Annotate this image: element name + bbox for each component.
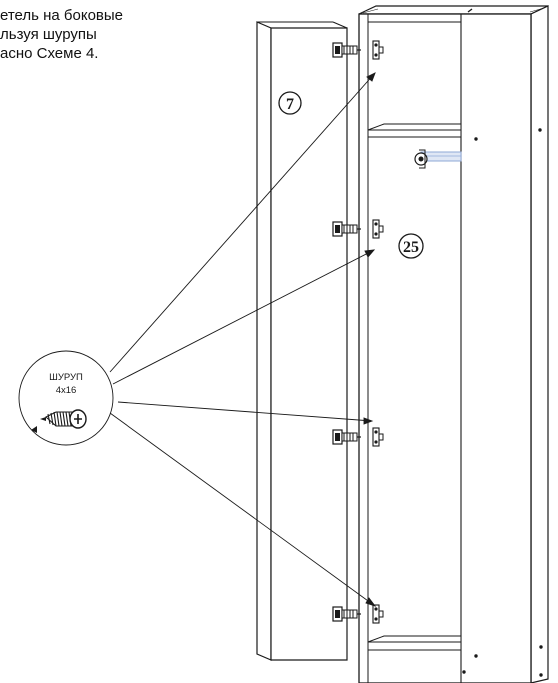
shelf-bottom <box>367 635 462 683</box>
screw-name: ШУРУП <box>49 372 83 383</box>
screw-callout: ШУРУП 4x16 <box>18 350 114 446</box>
screw-size: 4x16 <box>56 385 77 396</box>
confirmat-holes <box>462 128 543 677</box>
instruction-line-1: етель на боковые <box>0 7 124 24</box>
part-label-cabinet: 25 <box>398 233 424 259</box>
part-label-door: 7 <box>278 91 302 115</box>
hinge-3 <box>332 427 384 447</box>
hanging-rail <box>414 149 462 169</box>
leader-lines <box>109 72 377 607</box>
wood-screw-icon <box>40 409 87 429</box>
instruction-line-2: льзуя шурупы <box>0 26 97 43</box>
hinge-2 <box>332 219 384 239</box>
part-number-door: 7 <box>286 96 294 113</box>
door-panel <box>256 21 348 661</box>
cabinet-body <box>358 5 549 683</box>
assembly-instruction: етель на боковые льзуя шурупы асно Схеме… <box>0 6 200 63</box>
shelf-upper <box>367 123 462 138</box>
hinge-1 <box>332 40 384 60</box>
instruction-line-3: асно Схеме 4. <box>0 45 99 62</box>
hinge-4 <box>332 604 384 624</box>
part-number-cabinet: 25 <box>403 239 419 256</box>
